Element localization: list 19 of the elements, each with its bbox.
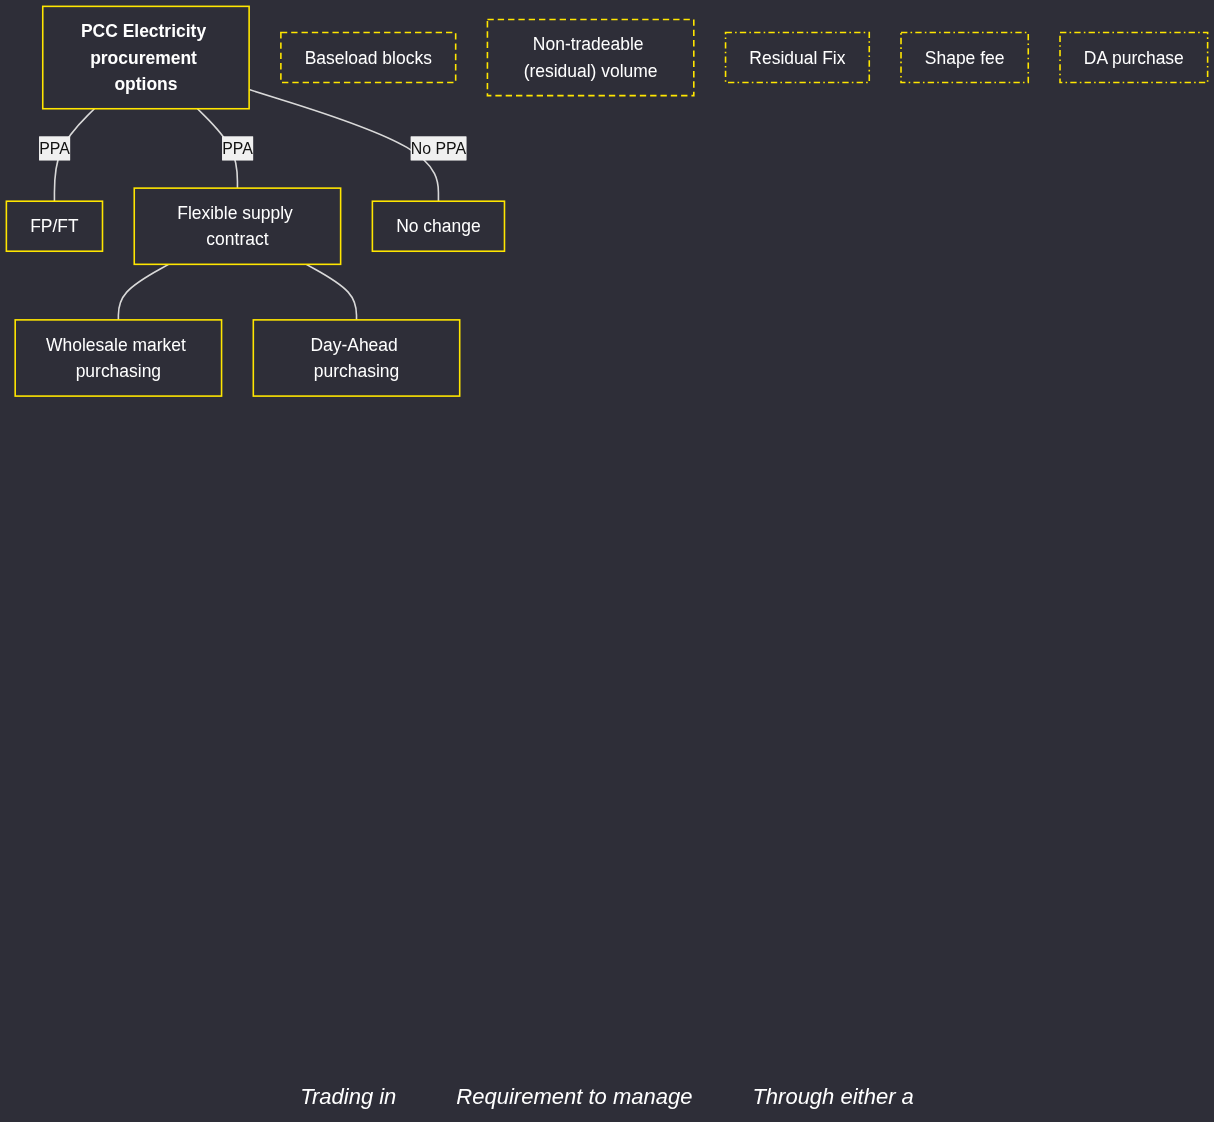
- note-text: Requirement to manage: [456, 1084, 693, 1110]
- node-box: Non-tradeable (residual) volume: [486, 18, 695, 97]
- node-box: No change: [371, 200, 506, 253]
- note-text: Through either a: [752, 1084, 914, 1110]
- node-box: Baseload blocks: [280, 31, 457, 84]
- node-box: Day-Ahead purchasing: [252, 319, 461, 397]
- node-box: Flexible supply contract: [133, 187, 342, 266]
- node-box: Shape fee: [900, 31, 1030, 84]
- node-box: Wholesale market purchasing: [14, 319, 223, 397]
- connector: [305, 263, 358, 321]
- edge-label: PPA: [39, 139, 70, 158]
- edge-label: PPA: [222, 139, 253, 158]
- connector: [117, 263, 170, 321]
- node-box: PCC Electricity procurement options: [41, 5, 250, 110]
- note-text: Trading in: [300, 1084, 397, 1110]
- edge-label: No PPA: [410, 139, 467, 158]
- node-box: FP/FT: [5, 200, 104, 253]
- node-box: DA purchase: [1059, 31, 1209, 84]
- node-box: Residual Fix: [724, 31, 871, 84]
